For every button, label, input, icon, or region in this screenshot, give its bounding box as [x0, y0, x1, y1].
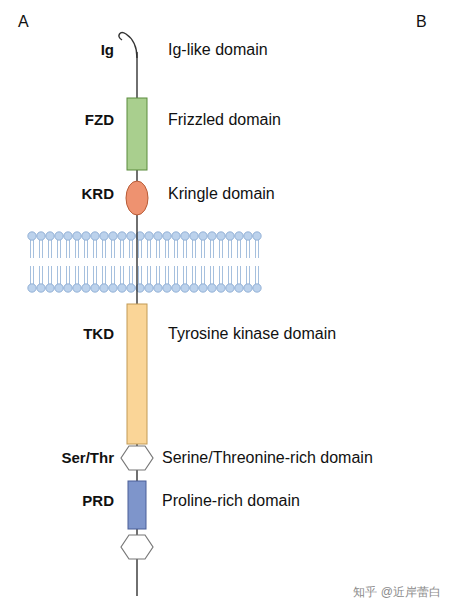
lipid-head — [91, 232, 99, 240]
lipid-head — [217, 284, 225, 292]
lipid-head — [190, 232, 198, 240]
lipid-head — [28, 284, 36, 292]
lipid-head — [217, 232, 225, 240]
lipid-bilayer — [28, 232, 261, 292]
lipid-head — [91, 284, 99, 292]
lipid-head — [73, 284, 81, 292]
lipid-head — [145, 284, 153, 292]
lipid-head — [100, 232, 108, 240]
lipid-head — [73, 232, 81, 240]
domain-name: Kringle domain — [168, 184, 275, 203]
lipid-head — [100, 284, 108, 292]
lipid-head — [82, 284, 90, 292]
panel-letter: B — [416, 12, 427, 31]
lipid-head — [109, 232, 117, 240]
lipid-head — [64, 232, 72, 240]
domain-name: Ig-like domain — [168, 40, 268, 59]
frizzled-domain — [127, 98, 147, 170]
domain-name: Frizzled domain — [168, 110, 281, 129]
lipid-head — [163, 284, 171, 292]
lipid-head — [244, 232, 252, 240]
lipid-head — [118, 232, 126, 240]
domain-abbr: Ig — [101, 41, 114, 59]
lipid-head — [46, 232, 54, 240]
domain-abbr: PRD — [82, 492, 114, 510]
lipid-head — [118, 284, 126, 292]
domain-abbr: Ser/Thr — [61, 449, 114, 467]
lipid-head — [64, 284, 72, 292]
domain-abbr: TKD — [83, 325, 114, 343]
ser-thr-hexagon — [121, 446, 153, 470]
lipid-head — [253, 284, 261, 292]
watermark: 知乎 @近岸蕾白 — [353, 585, 441, 599]
domain-name: Proline-rich domain — [162, 491, 300, 510]
domain-abbr: FZD — [85, 111, 114, 129]
lipid-head — [199, 284, 207, 292]
domain-name: Serine/Threonine-rich domain — [162, 448, 373, 467]
hexagon-marker — [121, 535, 153, 559]
domain-name: Tyrosine kinase domain — [168, 324, 336, 343]
lipid-head — [172, 232, 180, 240]
lipid-head — [163, 232, 171, 240]
ig-loop — [119, 33, 137, 58]
lipid-head — [235, 284, 243, 292]
lipid-head — [154, 232, 162, 240]
lipid-head — [37, 284, 45, 292]
lipid-head — [127, 232, 135, 240]
lipid-head — [226, 232, 234, 240]
lipid-head — [190, 284, 198, 292]
domain-abbr: KRD — [82, 185, 115, 203]
lipid-head — [127, 284, 135, 292]
lipid-head — [235, 232, 243, 240]
lipid-head — [28, 232, 36, 240]
lipid-head — [37, 232, 45, 240]
lipid-head — [208, 284, 216, 292]
lipid-head — [181, 232, 189, 240]
lipid-head — [253, 232, 261, 240]
lipid-head — [199, 232, 207, 240]
lipid-head — [181, 284, 189, 292]
lipid-head — [55, 284, 63, 292]
lipid-head — [244, 284, 252, 292]
lipid-head — [109, 284, 117, 292]
kringle-domain — [126, 181, 148, 215]
lipid-head — [226, 284, 234, 292]
lipid-head — [145, 232, 153, 240]
lipid-head — [55, 232, 63, 240]
proline-domain — [128, 481, 146, 529]
panel-letter: A — [18, 12, 29, 31]
lipid-head — [82, 232, 90, 240]
kinase-domain — [127, 304, 147, 444]
lipid-head — [46, 284, 54, 292]
lipid-head — [154, 284, 162, 292]
lipid-head — [208, 232, 216, 240]
lipid-head — [172, 284, 180, 292]
